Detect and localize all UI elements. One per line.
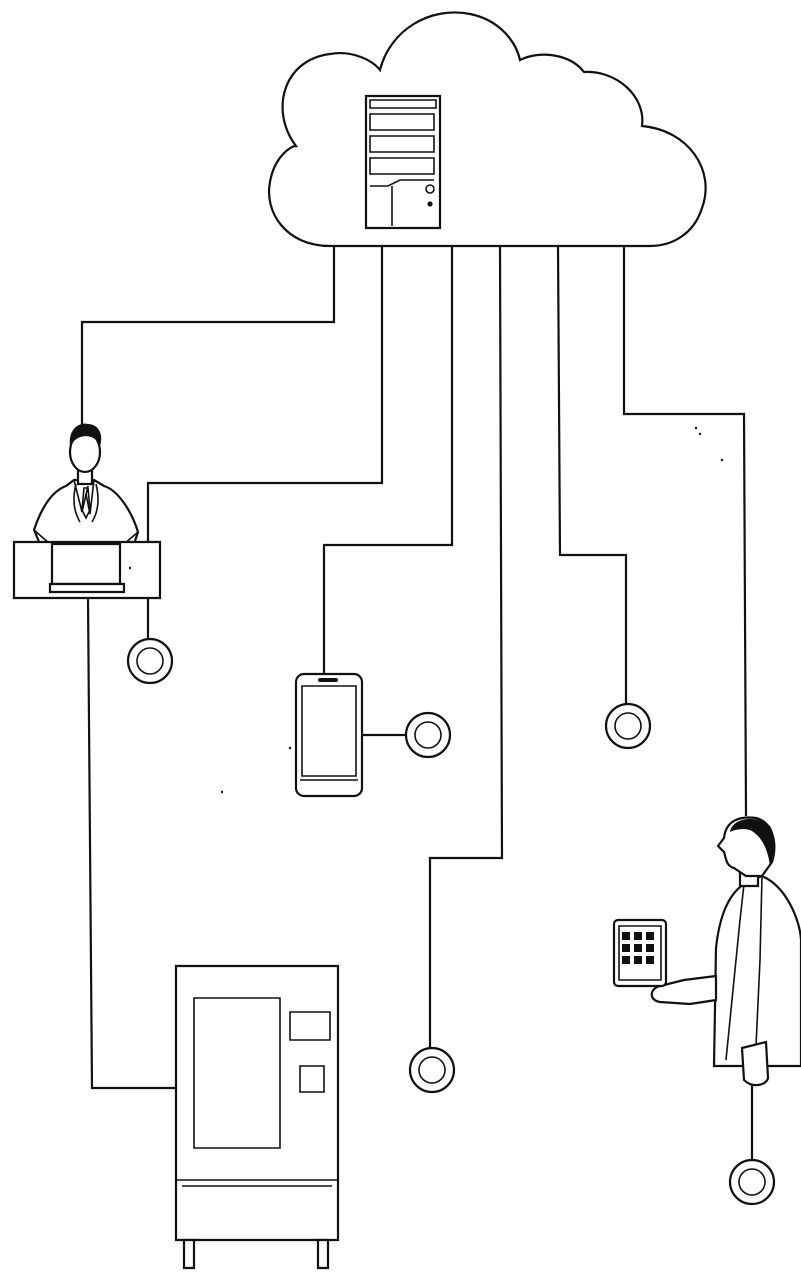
terminal-circle-bottom-center: [410, 1048, 454, 1092]
connector-cloud-to-smartphone: [324, 246, 452, 674]
smartphone: [296, 674, 362, 796]
vending-machine-icon: [176, 966, 338, 1268]
connector-doctor-to-vending-machine: [88, 598, 178, 1088]
terminal-circle-right-middle: [606, 704, 650, 748]
server-tower-icon: [366, 96, 440, 228]
terminal-circle-smartphone: [406, 713, 450, 757]
smartphone-icon: [296, 674, 362, 796]
connector-lines: [82, 246, 752, 1160]
doctor-at-laptop: [14, 423, 160, 598]
terminals: [128, 639, 774, 1204]
connector-cloud-to-doctor: [82, 248, 334, 428]
person-with-tablet: [614, 818, 801, 1086]
cloud-hub: [269, 12, 706, 246]
connector-cloud-to-tablet-person: [624, 246, 746, 815]
person-tablet-icon: [614, 818, 801, 1086]
vending-machine: [176, 966, 338, 1268]
cloud-icon: [269, 12, 706, 246]
terminal-circle-bottom-right: [730, 1160, 774, 1204]
scan-specks: [128, 426, 724, 794]
connector-cloud-to-right-terminal: [558, 246, 626, 706]
person-laptop-icon: [14, 423, 160, 598]
connector-cloud-to-left-terminal: [148, 248, 382, 638]
terminal-circle-left: [128, 639, 172, 683]
connector-cloud-to-center-terminal: [430, 246, 502, 1050]
